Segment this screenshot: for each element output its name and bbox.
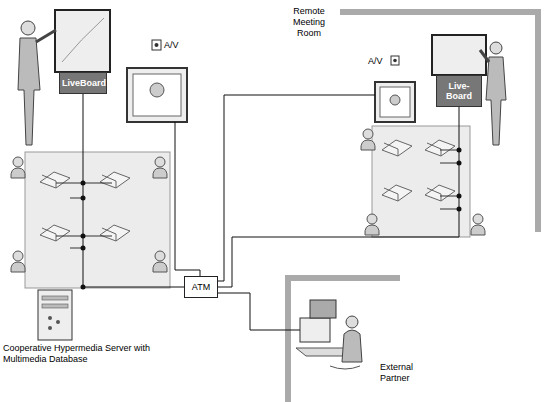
partner-label: External Partner xyxy=(380,362,440,384)
connector xyxy=(83,94,84,287)
node-text: Cooperative Hypermedia Server with Multi… xyxy=(3,343,165,365)
node-text: ATM xyxy=(187,282,215,292)
connector xyxy=(83,287,184,288)
liveboard-label: Live-Board xyxy=(436,75,482,107)
node-text: Live-Board xyxy=(439,81,479,101)
switch-box: ATM xyxy=(184,276,218,298)
room-label: Remote Meeting Room xyxy=(280,6,338,39)
connector xyxy=(218,107,459,287)
av-label: A/V xyxy=(164,40,194,51)
server-node: Cooperative Hypermedia Server with Multi… xyxy=(3,287,165,365)
liveboard-label: LiveBoard xyxy=(59,72,107,94)
av-label: A/V xyxy=(368,56,390,67)
node-text: LiveBoard xyxy=(62,78,104,88)
